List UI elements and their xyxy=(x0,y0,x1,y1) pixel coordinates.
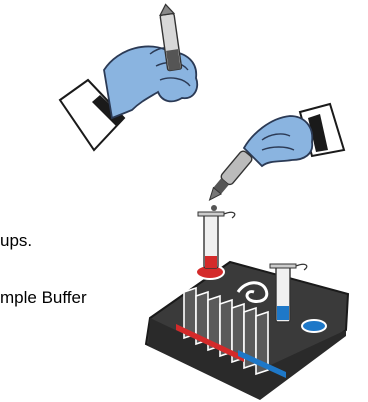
red-sample-vial xyxy=(198,212,235,268)
gloved-hand-holding-vial-icon xyxy=(60,3,197,150)
sample-tray-icon xyxy=(146,212,348,400)
gloved-hand-holding-dropper-icon xyxy=(204,104,344,211)
